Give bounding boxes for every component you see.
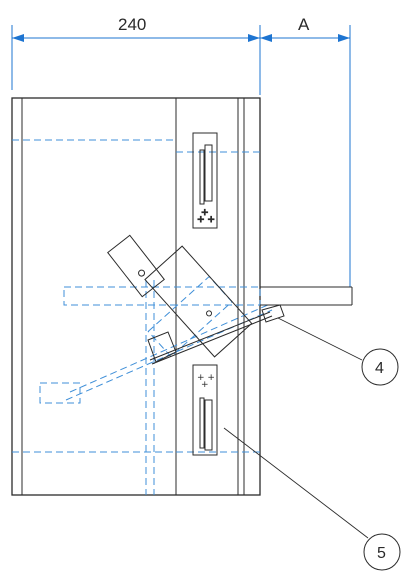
- upper-hinge-plate: [192, 132, 218, 229]
- large-plate: [144, 245, 253, 358]
- hidden-small-block: [39, 382, 81, 404]
- large-plate-rect: [144, 245, 253, 358]
- dimension-label-240: 240: [118, 15, 146, 34]
- body-outline: [11, 97, 261, 496]
- link-arm-solid: [149, 311, 271, 361]
- upper-hinge-bar: [199, 149, 205, 205]
- upper-hinge-screw-marks-2: +: [201, 208, 209, 218]
- dimension-a: A: [260, 15, 351, 287]
- arrowhead-240-right: [248, 34, 260, 42]
- upper-hinge-screw-marks: + +: [197, 215, 215, 225]
- lower-hinge-bar: [199, 397, 205, 449]
- callout-5: 5: [223, 427, 401, 571]
- lower-hinge-plate: [192, 364, 218, 456]
- link-arm-solid-2: [151, 315, 273, 365]
- callout-4: 4: [277, 317, 399, 386]
- upper-hinge: + + +: [192, 132, 218, 229]
- upper-hinge-slot: [204, 144, 213, 202]
- callout-5-label: 5: [377, 545, 386, 562]
- cabinet-body: [11, 97, 261, 496]
- mechanism: [107, 234, 285, 365]
- extended-rail: [260, 286, 353, 306]
- callout-5-leader: [223, 427, 369, 539]
- small-plate-hole: [138, 269, 146, 277]
- hidden-shelf-rail: [63, 286, 261, 306]
- hidden-lines: [12, 139, 273, 495]
- arrowhead-left: [12, 34, 24, 42]
- arm-end-bracket: [261, 304, 285, 323]
- dimension-240: 240: [11, 15, 261, 95]
- callout-4-leader: [277, 317, 363, 361]
- lower-hinge-screw-marks-2: +: [201, 380, 209, 390]
- hidden-rotated-frame: [147, 275, 233, 358]
- arrowhead-a-left: [260, 34, 272, 42]
- callout-4-label: 4: [375, 360, 384, 377]
- hidden-link-arm-2: [69, 303, 271, 393]
- callout-4-circle: [361, 348, 399, 386]
- callout-5-circle: [363, 533, 401, 571]
- lower-hinge-slot: [204, 399, 213, 451]
- lower-hinge: + + +: [192, 364, 218, 456]
- pivot-block: [147, 331, 177, 363]
- dimension-label-a: A: [298, 15, 310, 34]
- hidden-frame-rect: [147, 275, 233, 358]
- arrowhead-a-right: [338, 34, 350, 42]
- lower-hinge-screw-marks: + +: [197, 373, 215, 383]
- large-plate-hole: [206, 310, 213, 317]
